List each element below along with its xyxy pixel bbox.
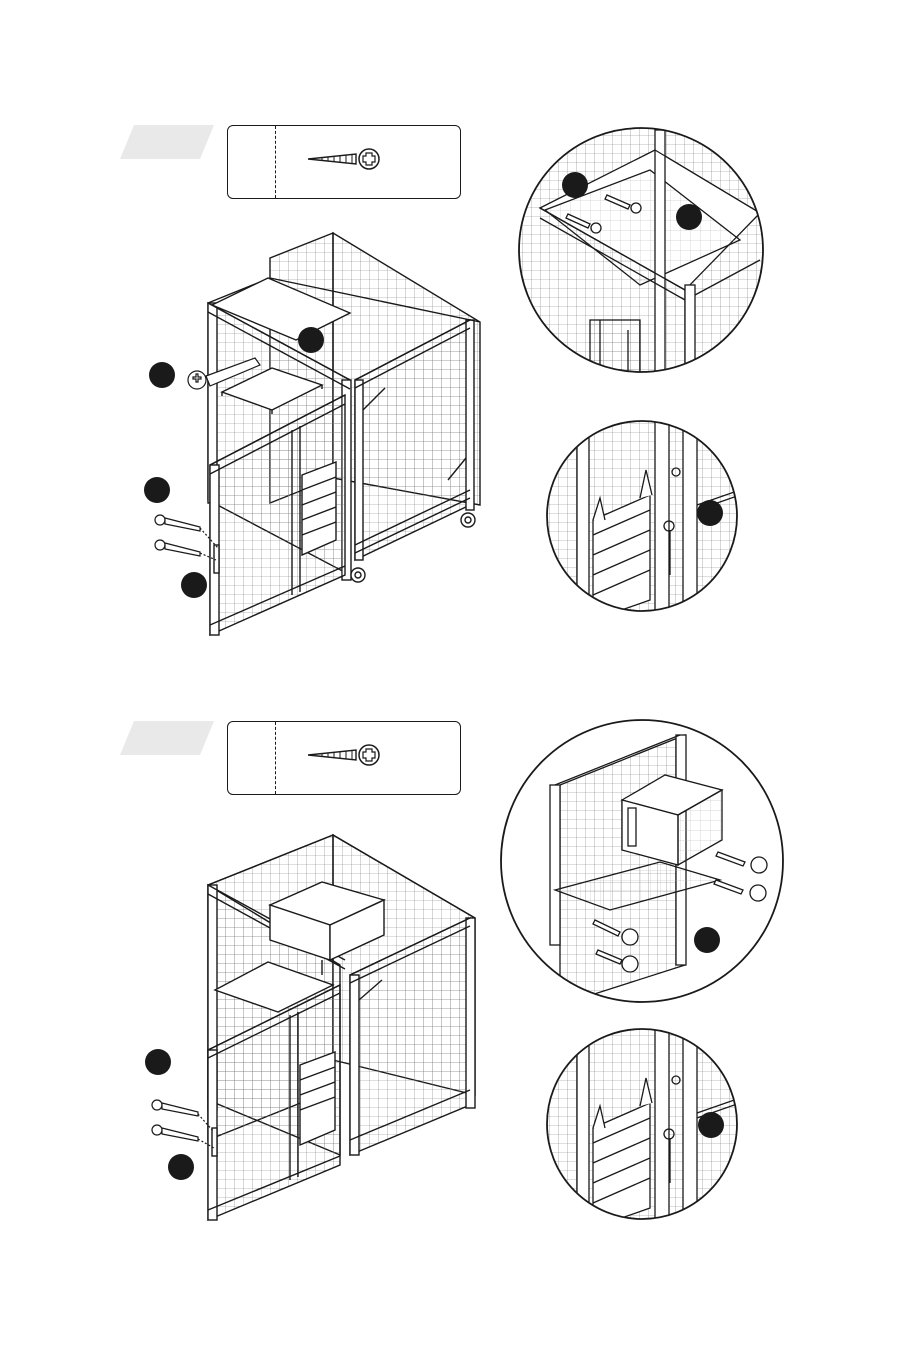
step-2-detail-door-latch: [0, 0, 914, 1362]
